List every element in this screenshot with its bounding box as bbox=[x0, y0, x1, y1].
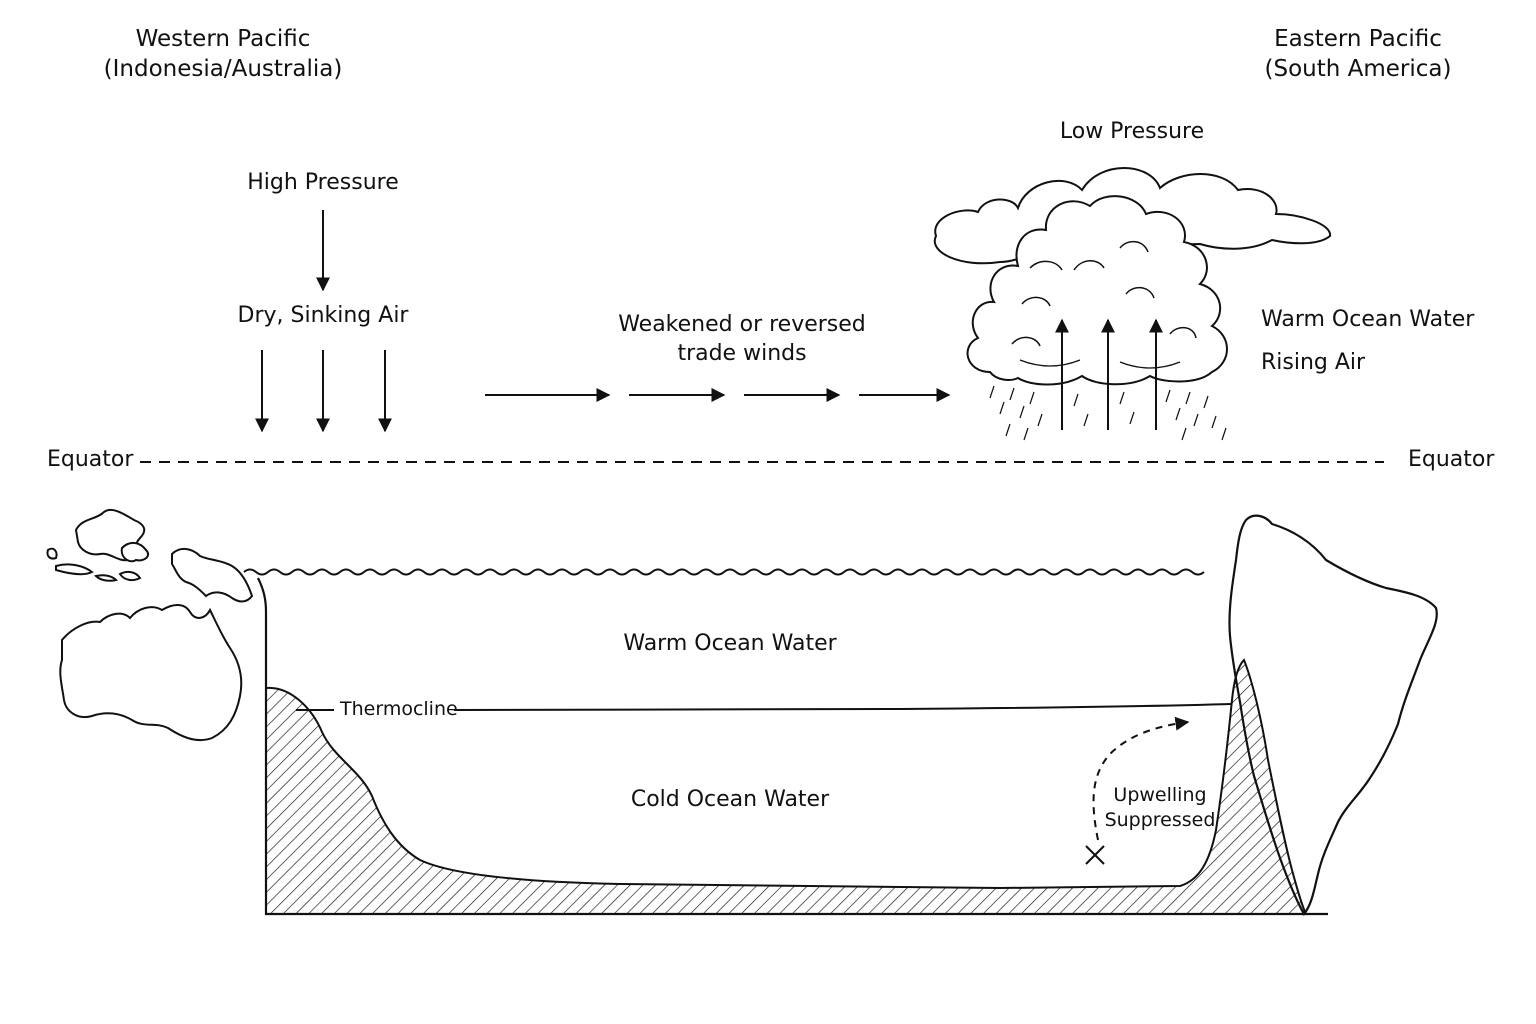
east-region-label: Eastern Pacific (South America) bbox=[1208, 24, 1508, 85]
thermocline-line bbox=[453, 703, 1233, 711]
rising-air-label: Rising Air bbox=[1261, 350, 1366, 375]
ocean-surface bbox=[243, 568, 1205, 576]
trade-winds-label: Weakened or reversed trade winds bbox=[602, 310, 882, 368]
suppressed-x-icon bbox=[1085, 845, 1105, 865]
western-seafloor bbox=[265, 658, 1308, 915]
rising-air-arrows bbox=[1055, 318, 1163, 430]
warm-water-atmos-label: Warm Ocean Water bbox=[1261, 307, 1475, 332]
indonesia-islands-icon bbox=[46, 508, 254, 603]
high-pressure-label: High Pressure bbox=[247, 170, 399, 195]
upwelling-arrow bbox=[1092, 716, 1190, 841]
west-region-label: Western Pacific (Indonesia/Australia) bbox=[73, 24, 373, 85]
warm-layer-label: Warm Ocean Water bbox=[623, 631, 837, 656]
west-region-subtitle: (Indonesia/Australia) bbox=[103, 56, 343, 83]
ocean-basin bbox=[257, 577, 1328, 916]
cold-layer-label: Cold Ocean Water bbox=[630, 787, 830, 812]
upwelling-label: Upwelling Suppressed bbox=[1090, 783, 1230, 833]
low-pressure-label: Low Pressure bbox=[1059, 119, 1205, 144]
storm-cloud-icon bbox=[933, 167, 1331, 386]
sinking-air-label: Dry, Sinking Air bbox=[237, 303, 409, 328]
australia-icon bbox=[59, 604, 243, 742]
rain-streaks bbox=[989, 385, 1227, 441]
east-region-subtitle: (South America) bbox=[1264, 56, 1452, 83]
equator-label-left: Equator bbox=[47, 447, 134, 472]
equator-label-right: Equator bbox=[1408, 447, 1495, 472]
sinking-air-arrows bbox=[255, 350, 392, 433]
upwelling-line2: Suppressed bbox=[1104, 809, 1216, 832]
east-region-title: Eastern Pacific bbox=[1274, 26, 1442, 52]
trade-winds-line1: Weakened or reversed bbox=[618, 312, 866, 337]
thermocline-label: Thermocline bbox=[340, 698, 458, 720]
upwelling-line1: Upwelling bbox=[1113, 784, 1207, 806]
west-region-title: Western Pacific bbox=[135, 26, 311, 52]
trade-winds-line2: trade winds bbox=[677, 341, 807, 367]
